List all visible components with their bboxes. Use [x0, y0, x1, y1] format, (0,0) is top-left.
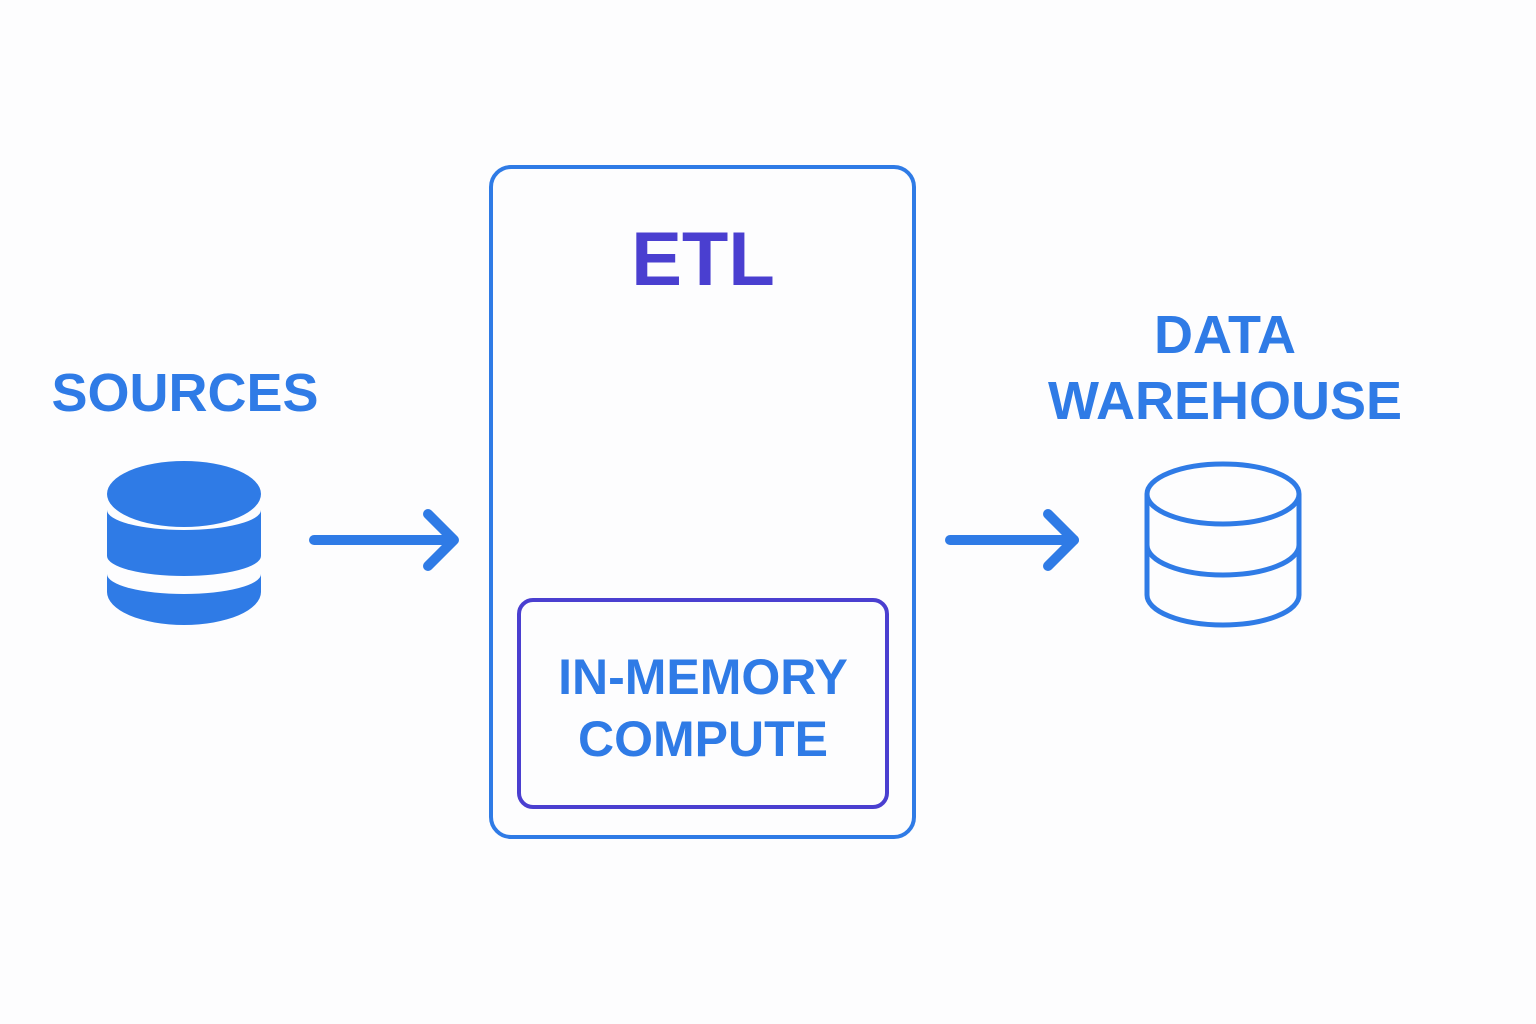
arrow-right-icon: [945, 509, 1079, 571]
etl-label: ETL: [492, 218, 914, 302]
compute-label-line2: COMPUTE: [578, 711, 828, 767]
arrow-right-icon: [309, 509, 459, 571]
etl-label-text: ETL: [631, 217, 775, 302]
sources-label-text: SOURCES: [51, 363, 319, 423]
data-warehouse-label: DATA WAREHOUSE: [1010, 302, 1440, 434]
in-memory-compute-label: IN-MEMORY COMPUTE: [520, 646, 886, 770]
warehouse-label-line1: DATA: [1154, 305, 1296, 365]
compute-label-line1: IN-MEMORY: [558, 649, 848, 705]
sources-database-icon: [107, 461, 261, 625]
in-memory-compute-box: [517, 598, 889, 809]
warehouse-label-line2: WAREHOUSE: [1047, 371, 1403, 431]
warehouse-database-icon: [1144, 461, 1302, 628]
sources-label: SOURCES: [40, 362, 330, 424]
etl-box: [489, 165, 916, 839]
